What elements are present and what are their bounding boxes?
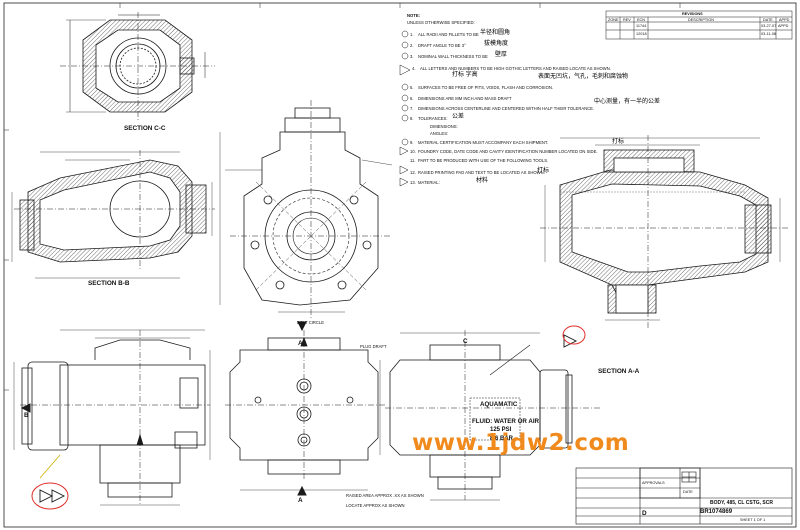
note-4-text: ALL LETTERS AND NUMBERS TO BE HIGH GOTHI…	[420, 66, 611, 71]
note-12-cn: 打标	[537, 168, 550, 174]
front-flange-view	[219, 100, 393, 318]
revisions-table	[605, 10, 793, 40]
note-9-text: MATERIAL CERTIFICATION MUST ACCOMPANY EA…	[418, 140, 549, 145]
notes-intro: UNLESS OTHERWISE SPECIFIED:	[407, 20, 475, 25]
note-1-cn: 半径和圆角	[480, 30, 511, 36]
rev-row-2-date: 03-11-08	[761, 32, 776, 36]
bar-marking: 8.6 BAR	[490, 436, 514, 442]
note-9-num: 9.	[410, 140, 414, 145]
note-11-text: PART TO BE PRODUCED WITH USE OF THE FOLL…	[418, 158, 549, 163]
note-5-cn: 表面无凹坑，气孔，毛刺和腐蚀物	[538, 74, 629, 80]
date-label: DATE	[683, 490, 693, 494]
note-12-text: RAISED PRINTING PAD AND TEXT TO BE LOCAT…	[418, 170, 545, 175]
rev-header-description: DESCRIPTION	[688, 18, 714, 22]
note-5-text: SURFACES TO BE FREE OF PITS, VOIDS, FLAS…	[418, 85, 554, 90]
drawing-number: BR1074869	[700, 509, 733, 515]
rev-row-2-ecn: 12018	[636, 32, 647, 36]
raised-area-callout: RAISED AREA APPROX .XX AS SHOWN	[346, 493, 424, 498]
fluid-marking: FLUID: WATER OR AIR	[472, 418, 540, 425]
company-logo	[681, 471, 697, 483]
plug-draft-label: PLUG DRAFT	[360, 344, 387, 349]
drawing-size: D	[642, 510, 647, 517]
section-bb-label: SECTION B-B	[88, 280, 130, 287]
rev-header-ecn: ECN	[637, 18, 646, 22]
note-2-cn: 拔模角度	[484, 41, 509, 47]
notes-heading: NOTE:	[407, 13, 421, 18]
section-cc-view	[60, 12, 215, 120]
note-4-cn: 打标 字高	[452, 72, 478, 78]
section-c-marker: C	[463, 338, 468, 345]
note-11-num: 11.	[410, 158, 416, 163]
note-3-num: 3.	[410, 54, 414, 59]
note-13-text: MATERIAL:	[418, 180, 440, 185]
rev-row-1-ecn: 11744	[636, 24, 647, 28]
title-block	[575, 467, 793, 525]
note-2-text: DRAFT ANGLE TO BE 3°	[418, 43, 466, 48]
section-aa-label: SECTION A-A	[598, 368, 640, 375]
datum-triangles	[39, 489, 66, 503]
note-8-cn: 公差	[452, 114, 465, 120]
note-7-num: 7.	[410, 106, 414, 111]
note-7-text: DIMENSIONS ACROSS CENTERLINE AND CENTERE…	[418, 106, 595, 111]
note-3-cn: 壁厚	[495, 52, 508, 58]
part-title: BODY, 485, CL CSTG, SCR	[710, 500, 773, 506]
rev-row-1-appd: APPD	[778, 24, 789, 28]
revisions-title: REVISIONS	[682, 12, 703, 16]
side-elevation-view	[13, 329, 210, 506]
note-7-cn: 中心测量，有一半的公差	[594, 99, 661, 105]
front-elevation-view	[379, 330, 600, 501]
red-highlight-circle-right	[562, 325, 586, 345]
section-a-marker-bottom: A	[298, 497, 303, 504]
note-1-num: 1.	[410, 32, 414, 37]
note-2-num: 2.	[410, 43, 414, 48]
cutting-plane-marks	[20, 321, 307, 496]
rev-header-date: DATE	[763, 18, 773, 22]
red-highlight-circle-left	[31, 482, 69, 510]
note-3-text: NOMINAL WALL THICKNESS TO BE	[418, 54, 488, 59]
note-8-angles: ANGLES:	[430, 131, 449, 136]
note-13-cn: 材料	[476, 178, 489, 184]
brand-marking: AQUAMATIC	[480, 401, 518, 408]
psi-marking: 125 PSI	[490, 427, 512, 433]
note-8-num: 8.	[410, 116, 414, 121]
note-12-num: 12.	[410, 170, 416, 175]
datum-triangle-right	[563, 334, 578, 348]
website-watermark: www.1jdw2.com	[412, 430, 630, 456]
section-bb-view	[11, 150, 215, 279]
note-10-num: 10.	[410, 149, 416, 154]
note-10-cn: 打标	[612, 139, 625, 145]
rev-row-1-date: 03-27-07	[761, 24, 777, 28]
zone-ticks	[4, 3, 681, 391]
rev-header-zone: ZONE	[608, 18, 619, 22]
section-a-marker-top: A	[298, 340, 303, 347]
sheet-number: SHEET 1 OF 1	[740, 518, 766, 522]
note-10-text: FOUNDRY CODE, DATE CODE AND CAVITY IDENT…	[418, 149, 598, 154]
note-1-text: ALL RADII AND FILLETS TO BE	[418, 32, 479, 37]
section-cc-label: SECTION C-C	[124, 125, 166, 132]
bolt-circle-label: BOLT CIRCLE	[297, 320, 325, 325]
note-8-dims: DIMENSIONS:	[430, 124, 458, 129]
section-aa-view	[540, 135, 790, 330]
approvals-label: APPROVALS	[642, 481, 665, 485]
locate-callout: LOCATE APPROX AS SHOWN	[346, 503, 405, 508]
note-6-num: 6.	[410, 96, 414, 101]
note-8-text: TOLERANCES:	[418, 116, 448, 121]
rev-header-rev: REV	[623, 18, 631, 22]
section-b-marker: B	[24, 412, 29, 419]
rev-header-appd: APPD	[779, 18, 790, 22]
leader-mark	[39, 454, 61, 479]
note-4-num: 4.	[412, 66, 416, 71]
note-6-text: DIMENSIONS ARE MM INCH AND MASS DRAFT	[418, 96, 512, 101]
top-plan-view	[209, 330, 385, 491]
note-5-num: 5.	[410, 85, 414, 90]
note-13-num: 13.	[410, 180, 416, 185]
note-symbols	[399, 30, 411, 187]
